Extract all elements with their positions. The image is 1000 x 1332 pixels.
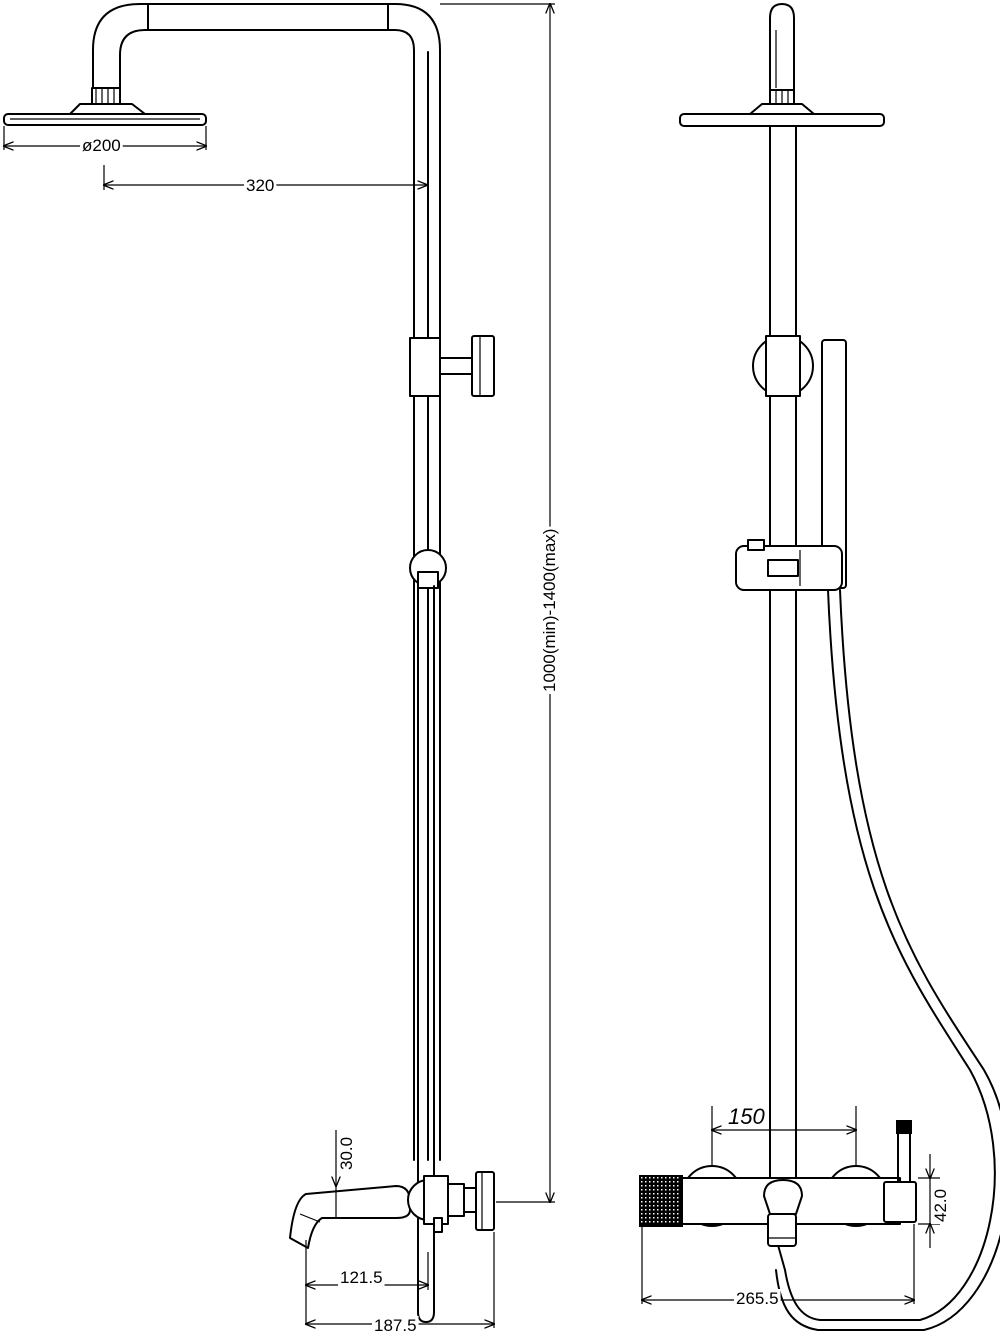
center-distance-label: 150 — [728, 1104, 765, 1129]
label-backdrop — [726, 1104, 768, 1129]
front-bracket — [752, 335, 814, 397]
label-backdrop — [244, 176, 277, 195]
head-diameter-label: ø200 — [82, 136, 121, 155]
front-arm — [749, 3, 815, 115]
shower-hose — [775, 589, 1000, 1331]
front-mixer — [639, 1120, 917, 1247]
spout-projection-label: 121.5 — [340, 1268, 383, 1287]
handle-height-label: 42.0 — [931, 1189, 950, 1222]
lever-handle-tip — [896, 1120, 912, 1134]
total-width-label: 265.5 — [736, 1289, 779, 1308]
label-backdrop — [372, 1316, 419, 1332]
side-view: ø200 320 1000(min)-1400(max) 30.0 121.5 … — [4, 4, 559, 1332]
label-backdrop — [80, 136, 123, 155]
label-backdrop — [338, 1268, 385, 1287]
front-riser — [769, 125, 797, 1181]
rain-shower-head — [3, 87, 207, 126]
front-shower-head — [679, 113, 885, 127]
height-range-label: 1000(min)-1400(max) — [540, 529, 559, 692]
mixer-body — [289, 1171, 495, 1249]
front-view: 150 42.0 265.5 — [639, 3, 1000, 1331]
label-backdrop — [337, 1134, 356, 1172]
arm-reach-label: 320 — [246, 176, 274, 195]
spout-height-label: 30.0 — [337, 1137, 356, 1170]
label-backdrop — [734, 1289, 781, 1308]
label-backdrop — [931, 1186, 950, 1224]
label-backdrop — [540, 526, 559, 694]
slide-holder — [409, 549, 447, 589]
riser-rail — [413, 395, 441, 1161]
knurled-handle — [639, 1175, 683, 1227]
height-adjust-bracket — [409, 335, 495, 397]
overhead-arm — [92, 3, 441, 339]
dimensions-front: 150 42.0 265.5 — [642, 1104, 950, 1308]
dimensions-side: ø200 320 1000(min)-1400(max) 30.0 121.5 … — [4, 4, 559, 1332]
front-slide-holder — [735, 539, 843, 591]
total-depth-label: 187.5 — [374, 1316, 417, 1332]
